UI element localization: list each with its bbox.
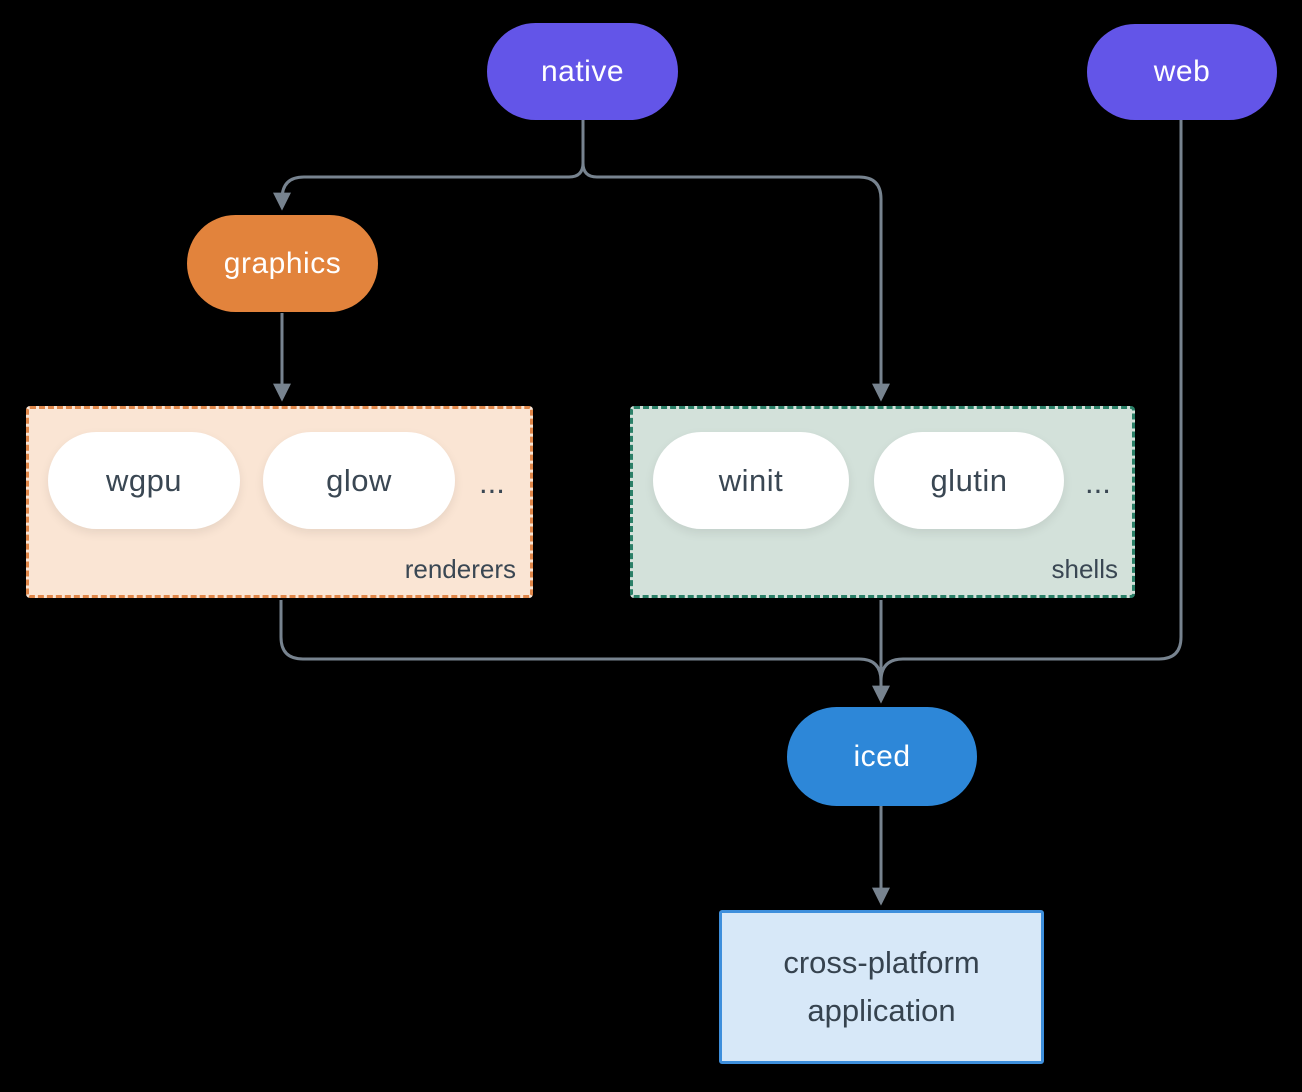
node-winit: winit: [653, 432, 849, 529]
edge-renderers-merge: [279, 600, 883, 692]
group-shells: winit glutin ... shells: [630, 406, 1135, 598]
renderers-ellipsis: ...: [479, 465, 505, 500]
node-glutin: glutin: [874, 432, 1064, 529]
node-iced: iced: [787, 707, 977, 806]
node-glutin-label: glutin: [930, 462, 1008, 498]
node-graphics-label: graphics: [223, 246, 342, 280]
node-glow-label: glow: [326, 462, 392, 498]
node-winit-label: winit: [718, 462, 784, 498]
node-glow: glow: [263, 432, 455, 529]
node-graphics: graphics: [187, 215, 378, 312]
node-web-label: web: [1153, 55, 1211, 88]
group-renderers: wgpu glow ... renderers: [26, 406, 533, 598]
node-cross-platform-application: cross-platform application: [719, 910, 1044, 1064]
node-native-label: native: [540, 54, 625, 88]
edge-native-graphics: [273, 120, 585, 211]
node-iced-label: iced: [853, 739, 911, 773]
node-native: native: [487, 23, 678, 120]
renderers-group-label: renderers: [404, 554, 516, 584]
node-wgpu: wgpu: [48, 432, 240, 529]
node-wgpu-label: wgpu: [105, 462, 183, 498]
shells-ellipsis: ...: [1085, 465, 1111, 500]
node-web: web: [1087, 24, 1277, 120]
shells-group-label: shells: [1051, 554, 1118, 584]
cross-platform-application-label: cross-platform application: [783, 945, 980, 1028]
edge-native-shells: [581, 120, 890, 402]
